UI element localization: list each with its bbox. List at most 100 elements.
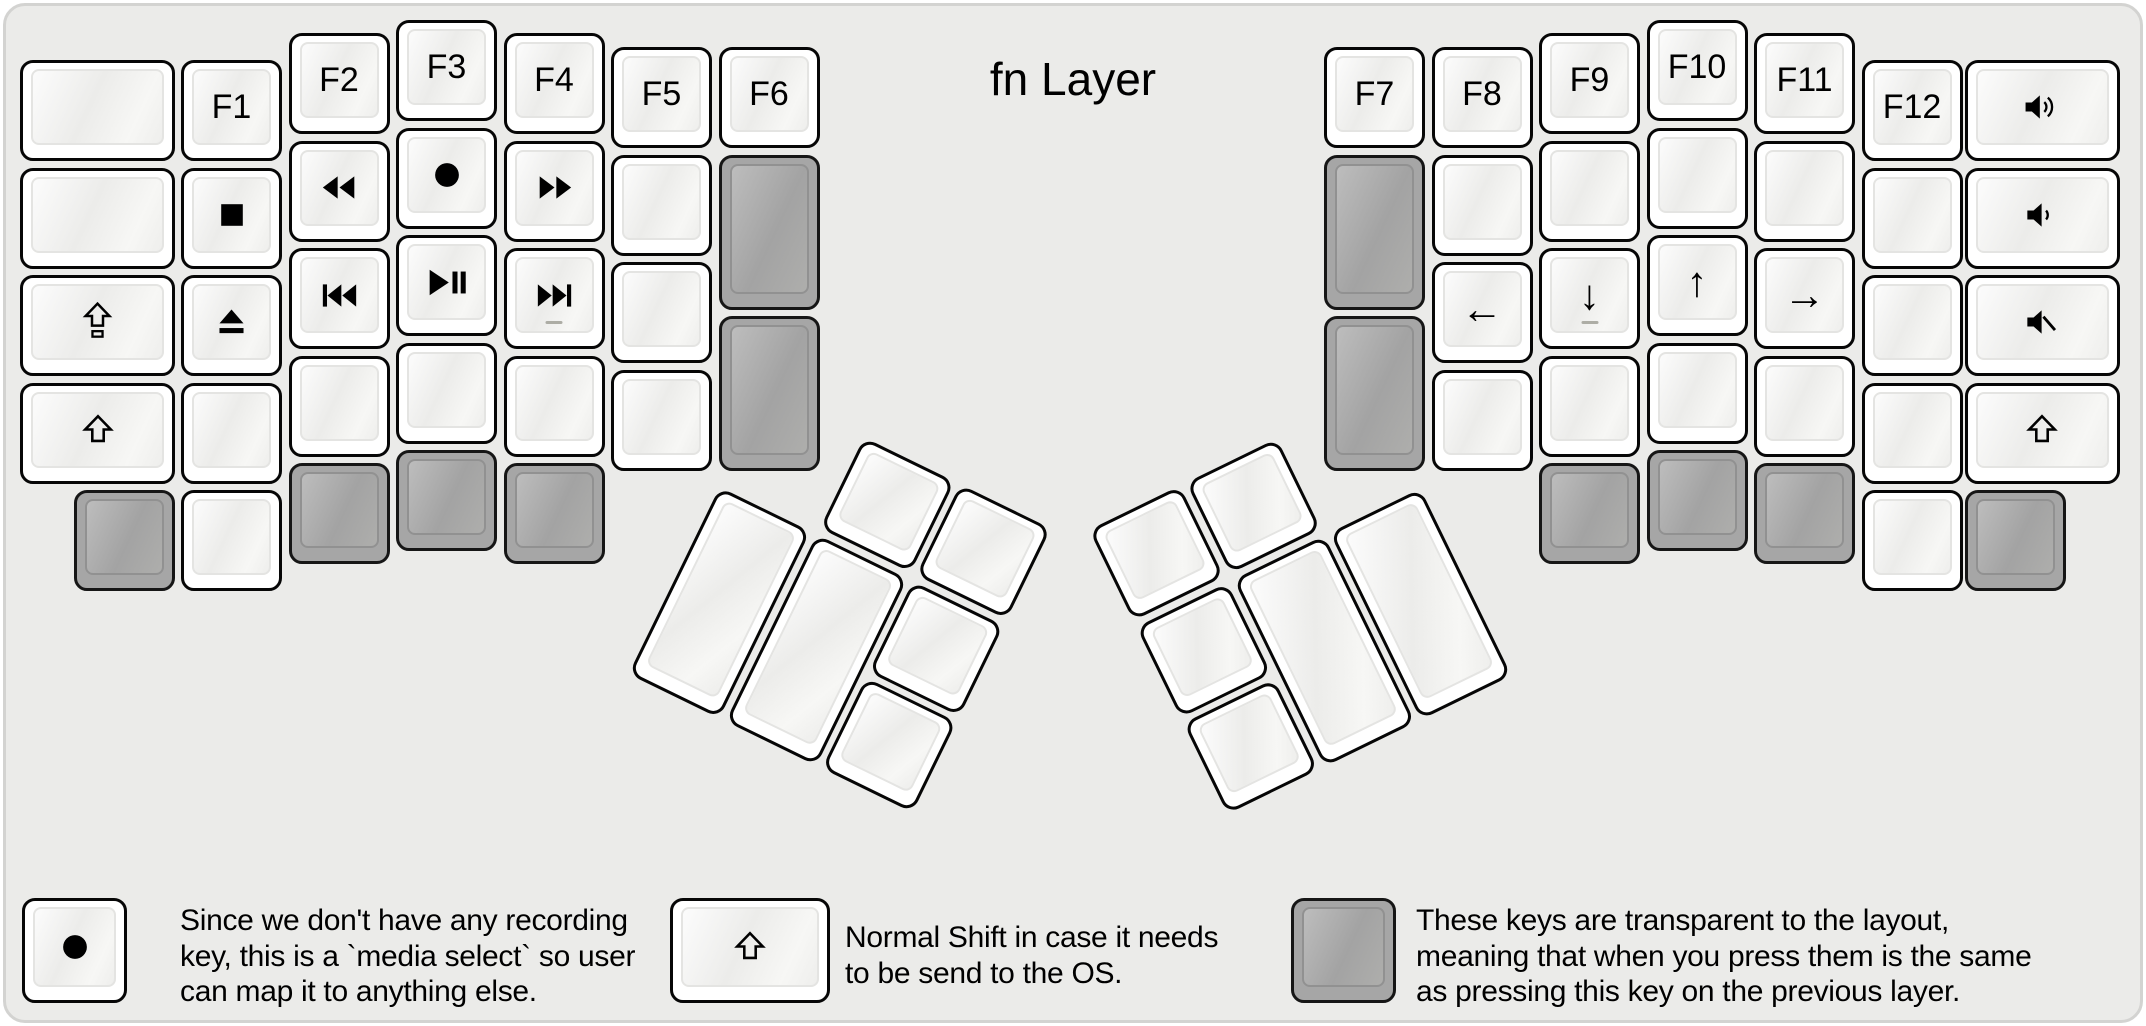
right-shift-key[interactable]: [1964, 382, 2120, 484]
right-bottom-transparent-1-key[interactable]: [1539, 463, 1640, 564]
left-col1-r3-key[interactable]: [181, 382, 282, 484]
f8-key[interactable]: F8: [1431, 47, 1533, 148]
right-inner-transparent-bottom-key[interactable]: [1324, 316, 1425, 471]
left-bottom-white-key-cap: [192, 499, 271, 575]
left-col5-r2-key[interactable]: [611, 262, 712, 363]
right-col10-r1-key[interactable]: [1646, 127, 1748, 229]
shift-icon: [731, 928, 769, 966]
right-col11-r1-key[interactable]: [1754, 140, 1855, 242]
right-col12-r1-key-cap: [1872, 176, 1952, 253]
f6-key-cap: F6: [729, 56, 809, 132]
left-outer-r0-key-cap: [31, 69, 164, 145]
f3-key[interactable]: F3: [396, 20, 497, 121]
left-outer-r1-key[interactable]: [20, 167, 175, 269]
volume-up-key-cap: [1975, 69, 2109, 145]
left-col5-r1-key-cap: [622, 163, 701, 240]
legend-line: These keys are transparent to the layout…: [1416, 904, 1950, 937]
right-bottom-transparent-1-key-cap: [1550, 472, 1629, 548]
mute-key[interactable]: [1964, 275, 2120, 376]
right-col9-r3-key[interactable]: [1539, 355, 1640, 457]
left-col3-r3-key-cap: [407, 351, 486, 428]
left-inner-transparent-bottom-key[interactable]: [718, 316, 820, 471]
left-col3-r3-key[interactable]: [396, 342, 497, 444]
right-col12-r3-key[interactable]: [1861, 382, 1963, 484]
right-col10-r3-key[interactable]: [1646, 342, 1748, 444]
next-track-key[interactable]: [503, 248, 605, 349]
right-col11-r3-key-cap: [1765, 364, 1844, 441]
right-inner-transparent-top-key-cap: [1335, 163, 1414, 294]
legend-shift-key: [670, 898, 830, 1003]
arrow-up-key-label: ↑: [1686, 258, 1708, 305]
right-col11-r3-key[interactable]: [1754, 355, 1855, 457]
right-bottom-transparent-3-key[interactable]: [1754, 463, 1855, 564]
prev-track-key[interactable]: [288, 248, 390, 349]
f9-key[interactable]: F9: [1539, 33, 1640, 134]
stop-key-cap: [192, 176, 271, 253]
f12-key[interactable]: F12: [1861, 60, 1963, 161]
arrow-right-key[interactable]: →: [1754, 248, 1855, 349]
right-col10-r3-key-cap: [1657, 351, 1737, 428]
f11-key[interactable]: F11: [1754, 33, 1855, 134]
left-inner-transparent-top-key-cap: [729, 163, 809, 294]
legend-transparent-key: [1291, 898, 1396, 1003]
arrow-up-key[interactable]: ↑: [1646, 235, 1748, 336]
arrow-down-key[interactable]: ↓: [1539, 248, 1640, 349]
arrow-left-key-label: ←: [1461, 285, 1503, 332]
left-outer-r0-key[interactable]: [20, 60, 175, 161]
eject-key[interactable]: [181, 275, 282, 376]
homing-bar: [545, 321, 563, 324]
legend-record-key-cap: [33, 907, 116, 987]
shift-icon: [2023, 411, 2061, 449]
stop-key[interactable]: [181, 167, 282, 269]
right-thumb-key-1-cap: [1102, 498, 1208, 602]
arrow-down-key-cap: ↓: [1550, 257, 1629, 333]
volume-down-key-cap: [1975, 176, 2109, 253]
f4-key[interactable]: F4: [503, 33, 605, 134]
left-bottom-transparent-2-key[interactable]: [396, 450, 497, 551]
left-bottom-transparent-1-key[interactable]: [288, 463, 390, 564]
f7-key[interactable]: F7: [1324, 47, 1425, 148]
record-icon: [56, 928, 94, 966]
f10-key[interactable]: F10: [1646, 20, 1748, 121]
left-col5-r1-key[interactable]: [611, 154, 712, 256]
left-bottom-transparent-3-key[interactable]: [503, 463, 605, 564]
right-thumb-key-6-cap: [1197, 691, 1302, 795]
f2-key-label: F2: [319, 61, 359, 99]
arrow-up-key-cap: ↑: [1657, 244, 1737, 320]
f8-key-cap: F8: [1442, 56, 1522, 132]
media-select-key[interactable]: [396, 127, 497, 229]
legend-line: meaning that when you press them is the …: [1416, 939, 2032, 973]
left-col4-r3-key[interactable]: [503, 355, 605, 457]
right-col12-r2-key[interactable]: [1861, 275, 1963, 376]
left-bottom-white-key[interactable]: [181, 490, 282, 591]
fast-forward-key[interactable]: [503, 140, 605, 242]
rewind-key[interactable]: [288, 140, 390, 242]
right-col12-r1-key[interactable]: [1861, 167, 1963, 269]
arrow-left-key[interactable]: ←: [1431, 262, 1533, 363]
right-col9-r1-key[interactable]: [1539, 140, 1640, 242]
caps-lock-key[interactable]: [20, 275, 175, 376]
f9-key-cap: F9: [1550, 42, 1629, 118]
right-bottom-white-key[interactable]: [1861, 490, 1963, 591]
right-bottom-transparent-2-key[interactable]: [1646, 450, 1748, 551]
f1-key[interactable]: F1: [181, 60, 282, 161]
f6-key[interactable]: F6: [718, 47, 820, 148]
arrow-right-key-cap: →: [1765, 257, 1844, 333]
left-shift-key[interactable]: [20, 382, 175, 484]
left-col5-r3-key[interactable]: [611, 369, 712, 471]
f8-key-label: F8: [1462, 75, 1502, 113]
left-col1-r3-key-cap: [192, 391, 271, 468]
right-bottom-far-transparent-key[interactable]: [1964, 490, 2066, 591]
f2-key[interactable]: F2: [288, 33, 390, 134]
left-col2-r3-key[interactable]: [288, 355, 390, 457]
volume-up-key[interactable]: [1964, 60, 2120, 161]
right-col8-r1-key[interactable]: [1431, 154, 1533, 256]
left-inner-transparent-top-key[interactable]: [718, 154, 820, 310]
arrow-down-key-label: ↓: [1579, 271, 1600, 318]
left-bottom-far-transparent-key[interactable]: [73, 490, 175, 591]
right-inner-transparent-top-key[interactable]: [1324, 154, 1425, 310]
right-col8-r3-key[interactable]: [1431, 369, 1533, 471]
volume-down-key[interactable]: [1964, 167, 2120, 269]
play-pause-key[interactable]: [396, 235, 497, 336]
f5-key[interactable]: F5: [611, 47, 712, 148]
